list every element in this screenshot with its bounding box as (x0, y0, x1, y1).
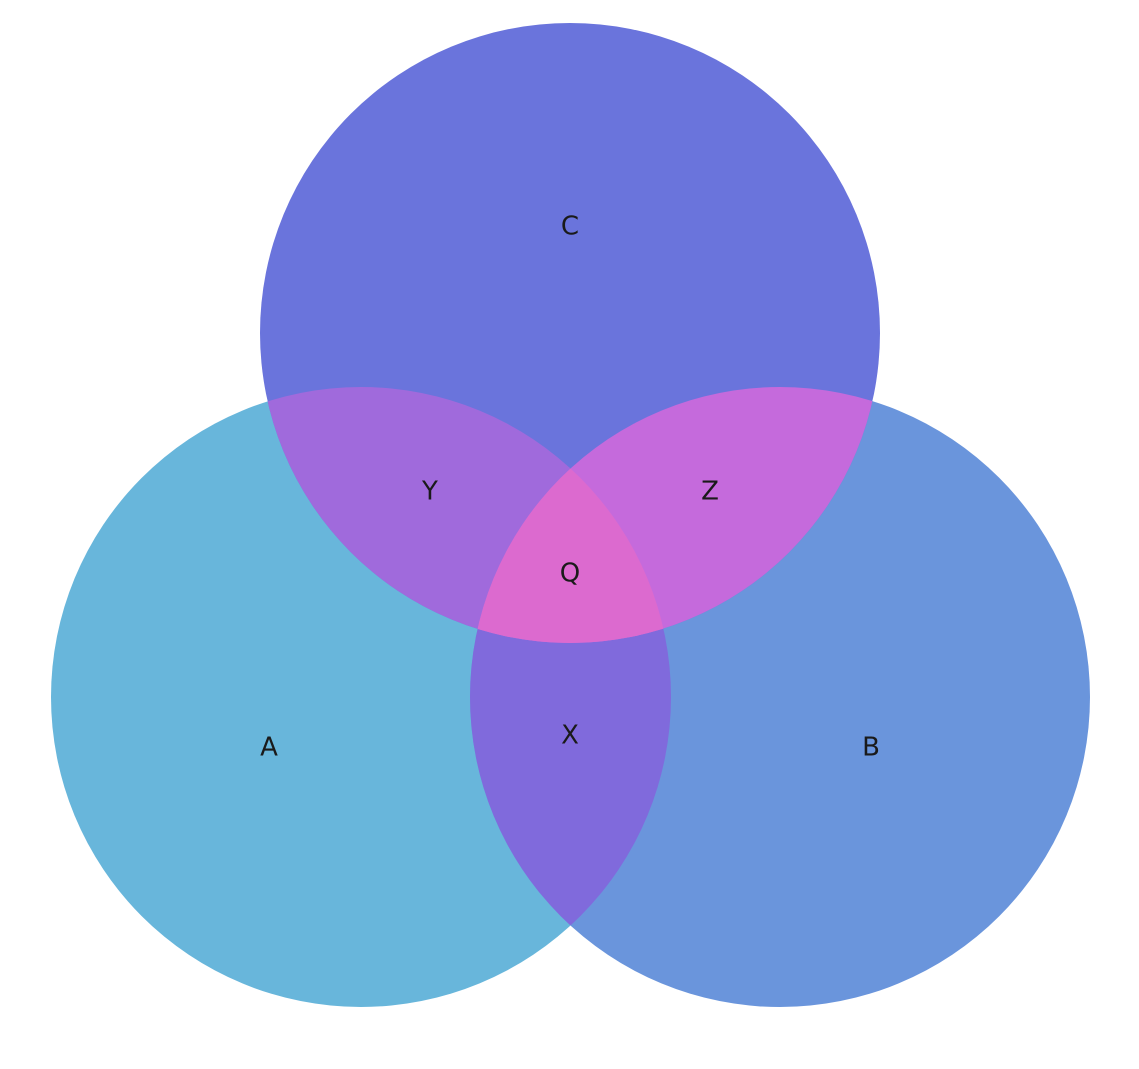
set-b-label: B (862, 733, 880, 763)
intersection-ac-region (260, 387, 671, 643)
intersection-abc-label: Q (560, 559, 580, 589)
set-c-label: C (561, 212, 579, 242)
intersection-bc-region (470, 387, 880, 643)
intersection-ac-label: Y (421, 477, 438, 507)
intersection-ab-label: X (561, 721, 579, 751)
set-a-label: A (260, 733, 278, 763)
intersection-bc-label: Z (701, 477, 719, 507)
